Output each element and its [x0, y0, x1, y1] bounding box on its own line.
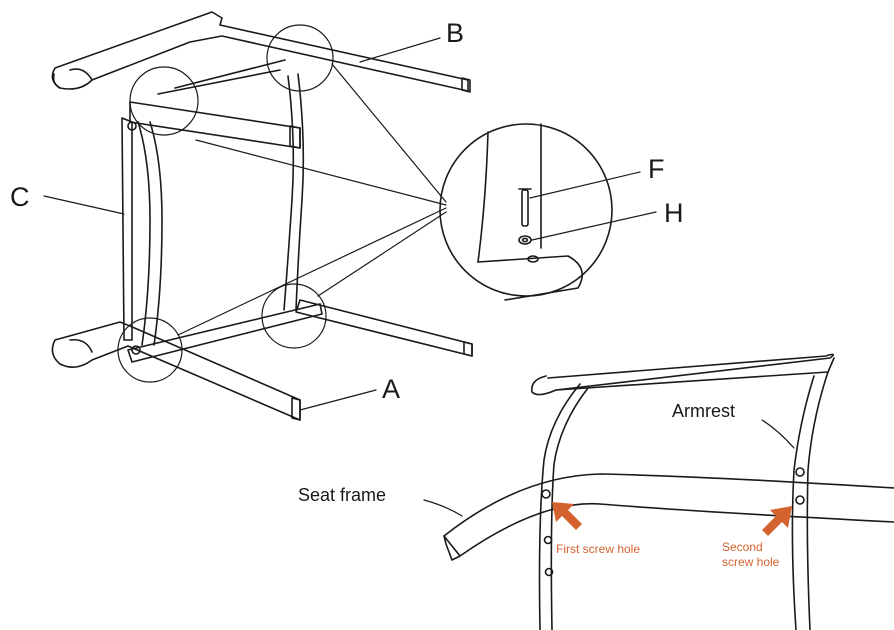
detail-seat-rail-2	[459, 502, 894, 557]
leader-h	[531, 211, 657, 241]
detail-hole-arm	[795, 467, 805, 477]
magnified-circle	[439, 123, 613, 297]
screw-f	[521, 189, 529, 227]
top-armrest	[51, 11, 469, 92]
detail-hole-2	[795, 495, 805, 505]
bottom-armrest	[51, 321, 301, 421]
callout-b: B	[446, 18, 465, 48]
circle-bottom-left	[117, 317, 183, 383]
right-leg-2	[295, 73, 305, 311]
leader-c	[43, 195, 125, 215]
arrow-second-hole	[762, 506, 792, 536]
callout-a: A	[382, 374, 401, 404]
left-curved-leg	[137, 121, 151, 346]
circle-top-right	[266, 24, 334, 92]
callout-f: F	[648, 154, 665, 184]
detail-right-post-outer	[791, 375, 815, 630]
bottom-armrest-end	[291, 397, 301, 421]
top-armrest-end	[461, 77, 471, 93]
mag-leg-left	[477, 131, 489, 263]
second-screw-hole-label: Second screw hole	[722, 540, 779, 570]
detail-hole-4	[544, 567, 554, 577]
chair-hole-bottom	[131, 345, 141, 355]
top-rail-face	[289, 125, 301, 149]
washer-h	[518, 235, 532, 245]
second-hole-line1: Second	[722, 540, 763, 554]
detail-armrest-top	[530, 353, 834, 396]
second-hole-line2: screw hole	[722, 555, 780, 569]
detail-seat-end	[443, 535, 461, 561]
bottom-armrest-inner	[69, 338, 93, 353]
detail-hole-3	[543, 535, 553, 545]
zoom-leaders	[177, 63, 447, 336]
callout-c: C	[10, 182, 30, 212]
callout-h: H	[664, 198, 684, 228]
callout-leaders	[43, 37, 657, 411]
leader-2	[195, 139, 447, 206]
leader-f	[529, 171, 641, 199]
leader-b	[359, 37, 441, 63]
upper-back-rail-2	[157, 69, 281, 95]
leader-3	[177, 207, 447, 336]
mag-seat-rail	[477, 255, 584, 301]
seat-frame-detail	[423, 353, 894, 630]
seat-frame-label: Seat frame	[298, 485, 387, 505]
armrest-label: Armrest	[672, 401, 735, 421]
left-curved-leg-2	[149, 121, 163, 346]
detail-left-post-outer	[538, 383, 581, 630]
bottom-right-arm-end	[463, 341, 473, 357]
upper-back-rail	[174, 59, 286, 89]
circle-top-left	[129, 66, 199, 136]
first-screw-hole-label: First screw hole	[556, 542, 641, 556]
arrow-first-hole	[552, 502, 582, 530]
bottom-cross-rail	[127, 303, 323, 363]
detail-hole-1	[541, 489, 551, 499]
detail-right-post-inner	[806, 371, 829, 630]
left-leg	[121, 117, 133, 341]
leader-1	[331, 63, 447, 203]
chair-hole-top	[127, 121, 137, 131]
top-armrest-curl	[52, 73, 61, 89]
magnified-detail	[439, 123, 613, 301]
leader-armrest	[761, 419, 795, 449]
leader-a	[299, 389, 377, 411]
right-leg	[283, 75, 295, 311]
leader-4	[317, 211, 447, 297]
bottom-right-arm	[295, 299, 473, 357]
circle-bottom-right	[261, 283, 327, 349]
mag-rail-hole	[527, 255, 539, 263]
leader-seat-frame	[423, 499, 463, 517]
detail-seat-rail	[443, 473, 894, 537]
washer-h-inner	[521, 237, 529, 243]
chair-detail-circles	[117, 24, 334, 383]
top-armrest-inner	[69, 68, 93, 81]
chair-frame	[51, 11, 473, 421]
screw-hole-arrows	[552, 502, 792, 536]
